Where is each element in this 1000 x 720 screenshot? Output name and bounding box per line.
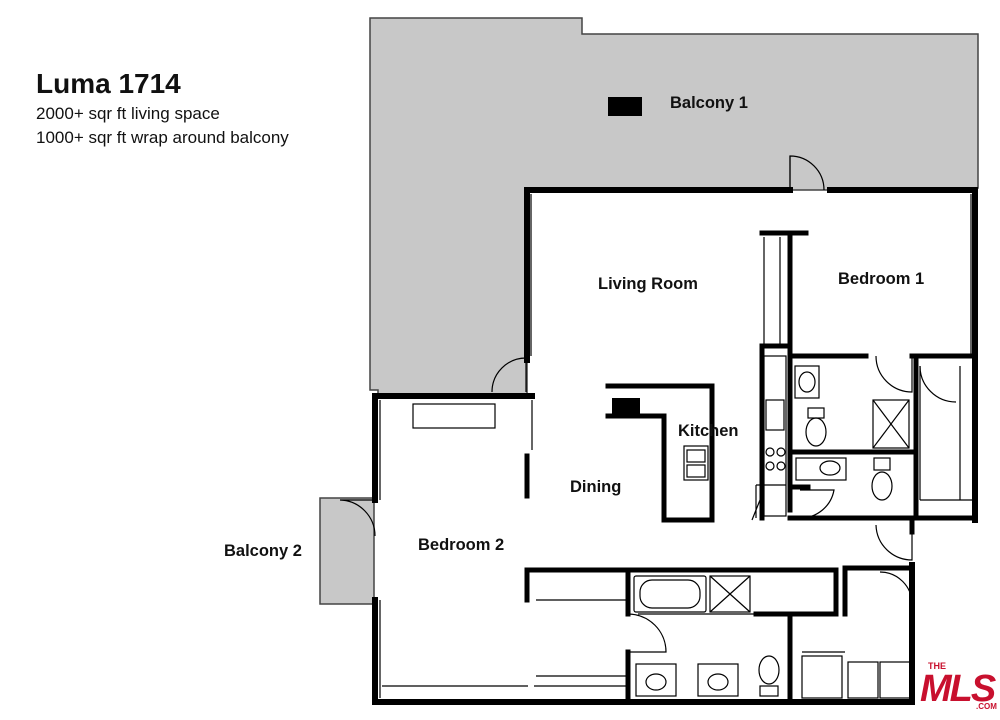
mls-logo-suffix: .COM <box>976 702 997 711</box>
room-label-kitchen: Kitchen <box>678 422 739 440</box>
plan-title: Luma 1714 <box>36 68 181 99</box>
balcony-note: 1000+ sqr ft wrap around balcony <box>36 128 289 147</box>
room-label-bedroom-1: Bedroom 1 <box>838 270 925 288</box>
window-lines <box>379 194 972 698</box>
room-label-living-room: Living Room <box>598 275 698 293</box>
mls-logo: THE MLS .COM <box>918 660 997 716</box>
kitchen-sink <box>683 445 709 481</box>
balcony-fixture <box>608 97 642 116</box>
room-label-dining: Dining <box>570 478 622 496</box>
exterior-walls <box>372 187 978 705</box>
balcony-1-area <box>369 17 979 396</box>
mls-logo-prefix: THE <box>928 661 946 671</box>
mls-logo-brand: MLS <box>920 668 996 710</box>
balcony-2-area <box>319 497 375 605</box>
door-swings <box>339 155 957 653</box>
kitchen-appliance <box>612 398 640 416</box>
interior-walls <box>524 230 978 705</box>
room-label-bedroom-2: Bedroom 2 <box>418 536 505 554</box>
room-label-balcony-2: Balcony 2 <box>224 542 302 560</box>
living-space-note: 2000+ sqr ft living space <box>36 104 220 123</box>
interior-details <box>536 237 972 699</box>
room-label-balcony-1: Balcony 1 <box>670 94 748 112</box>
bath-fixtures <box>633 365 910 697</box>
stove-burners <box>765 447 786 471</box>
